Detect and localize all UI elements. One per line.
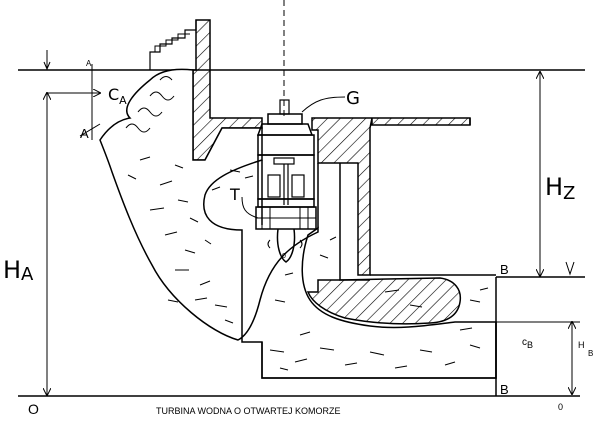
label-h-z: HZ [545,173,575,204]
turbine-runner [255,206,317,263]
inlet-wave-marks [125,76,175,133]
label-a-big: A [80,126,89,141]
label-c-b: cB [522,337,533,350]
label-b-top: B [500,262,509,277]
lower-level-marker [565,261,575,276]
headwater-basin [99,68,497,379]
upper-wall-steps [149,20,197,70]
g-leader [301,96,346,113]
generator [256,99,315,208]
label-h-a: HA [3,256,34,285]
label-a-small: A [86,59,92,68]
t-leader [241,196,259,219]
floor-slab-hatched [311,117,471,276]
label-b-bottom: B [500,382,509,397]
label-t: T [229,185,240,204]
label-zero-right: 0 [558,402,563,412]
diagram-caption: TURBINA WODNA O OTWARTEJ KOMORZE [156,406,341,416]
label-h-b: H B [578,335,593,358]
water-texture [127,156,489,371]
label-g: G [346,88,360,109]
draft-tube-hatched [306,277,462,325]
label-zero-left: O [28,401,39,417]
label-c-a: CA [108,85,127,107]
a-section-tick [79,123,101,137]
upper-level-marker [43,50,51,71]
label-zero-runner: 0 [282,253,286,260]
